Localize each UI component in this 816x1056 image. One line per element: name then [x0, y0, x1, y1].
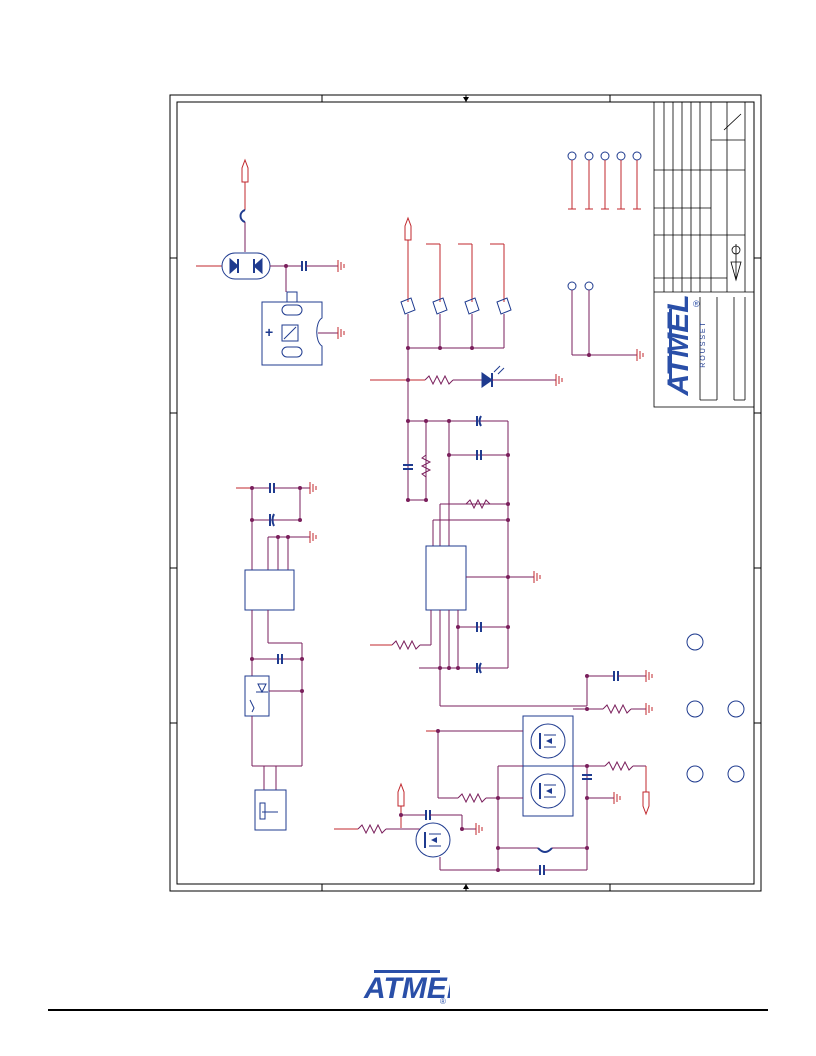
battery-plus-sign: +	[265, 324, 273, 340]
title-registered-mark: ®	[693, 299, 700, 309]
footer-atmel-logo: ATMEL ®	[363, 970, 450, 1006]
sheet-frame	[169, 94, 762, 892]
switch-bank	[370, 216, 563, 500]
junction-dots	[250, 264, 591, 872]
center-mark-bottom	[463, 884, 469, 889]
title-block	[653, 101, 755, 408]
footer-logo-text: ATMEL	[363, 972, 450, 1005]
center-mark-top	[463, 97, 469, 102]
title-location-text: R O U S S E T	[700, 322, 707, 368]
footer-divider	[48, 1009, 768, 1011]
mounting-holes	[686, 633, 745, 783]
battery-circuit	[196, 158, 345, 366]
left-sensor-chain	[236, 482, 317, 831]
mosfet-output-stage	[334, 670, 653, 875]
regulator-block	[370, 415, 541, 706]
title-block-logo: ATMEL	[662, 294, 695, 396]
title-logo-text: ATMEL	[662, 294, 695, 396]
test-points	[567, 151, 644, 361]
footer-registered-mark: ®	[440, 997, 446, 1006]
